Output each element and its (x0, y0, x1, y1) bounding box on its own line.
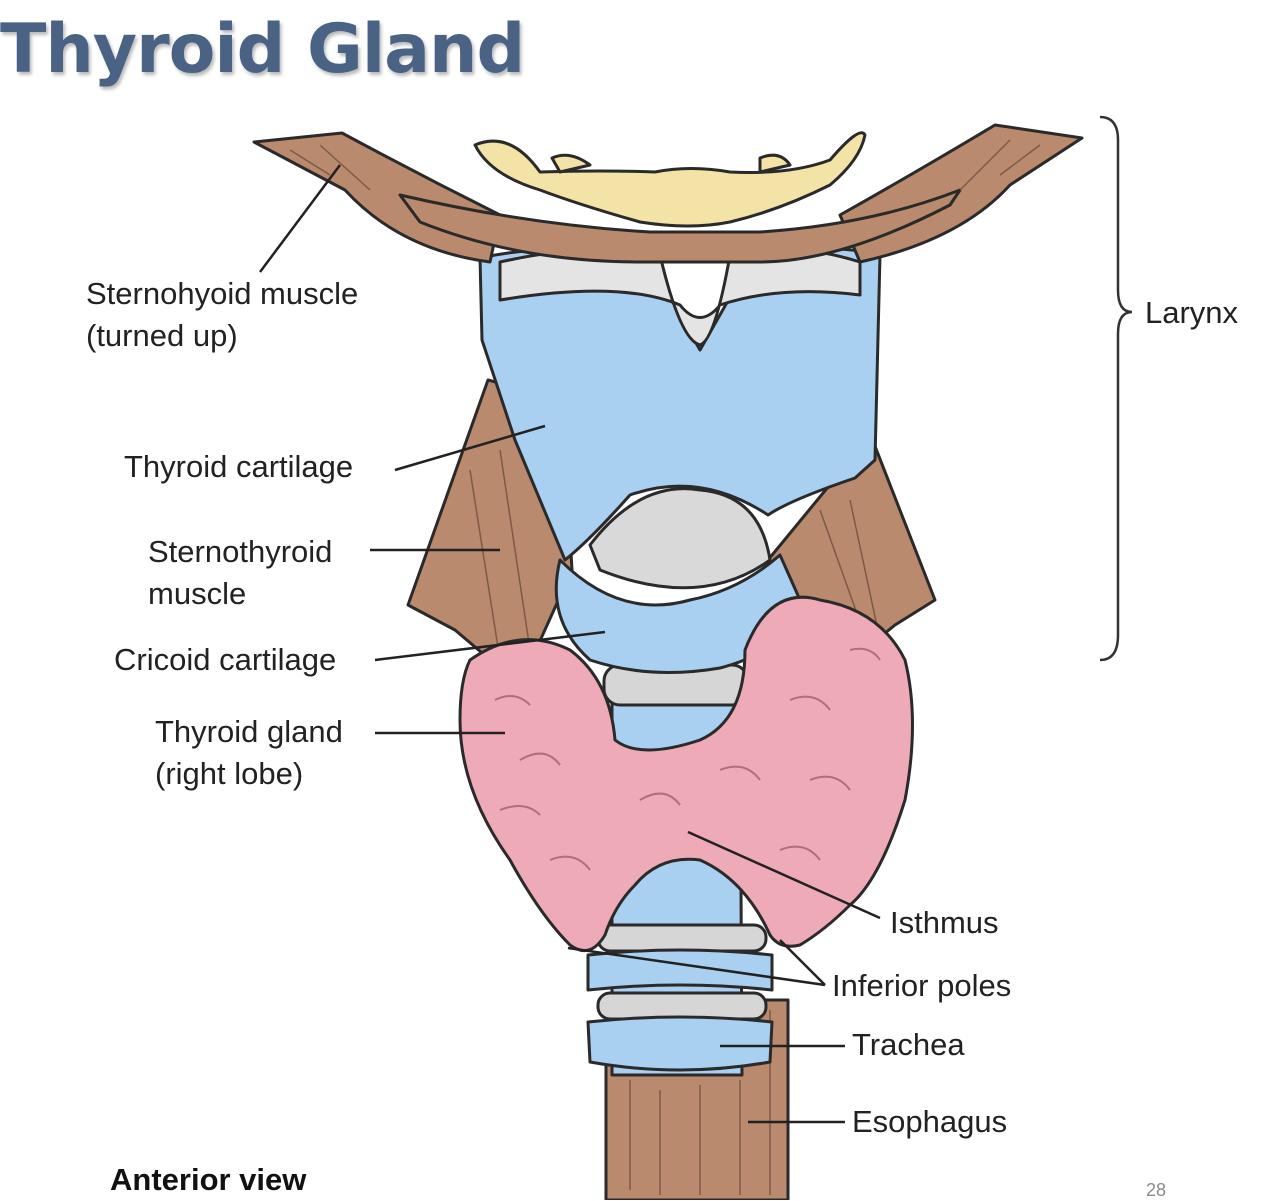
sternohyoid-muscle-shapes (252, 123, 1084, 264)
label-sternothyroid: Sternothyroid muscle (148, 534, 333, 611)
leader-isthmus (687, 830, 881, 920)
leader-lines (258, 164, 881, 1124)
label-esophagus: Esophagus (852, 1104, 1008, 1139)
cricothyroid-membrane (588, 487, 772, 590)
label-larynx: Larynx (1145, 295, 1239, 330)
view-label: Anterior view (110, 1162, 307, 1197)
label-cricoid: Cricoid cartilage (114, 642, 337, 677)
page-number: 28 (1146, 1180, 1167, 1200)
larynx-bracket (1099, 115, 1133, 662)
leader-inferior-pole-right (779, 939, 826, 986)
leader-sternohyoid (258, 164, 342, 273)
slide-title: Thyroid Gland (0, 10, 525, 89)
leader-cricoid (374, 630, 606, 662)
label-trachea: Trachea (852, 1027, 965, 1062)
label-isthmus: Isthmus (890, 905, 999, 940)
label-thyroid-gland: Thyroid gland (right lobe) (155, 714, 343, 791)
hyoid-bone-shape (473, 131, 867, 228)
leader-thyroid-cartilage (394, 424, 546, 472)
label-sternohyoid: Sternohyoid muscle (turned up) (86, 276, 359, 353)
label-thyroid-cartilage: Thyroid cartilage (124, 449, 354, 484)
leader-inferior-pole-left (567, 946, 826, 987)
label-inferior-poles: Inferior poles (832, 968, 1012, 1003)
